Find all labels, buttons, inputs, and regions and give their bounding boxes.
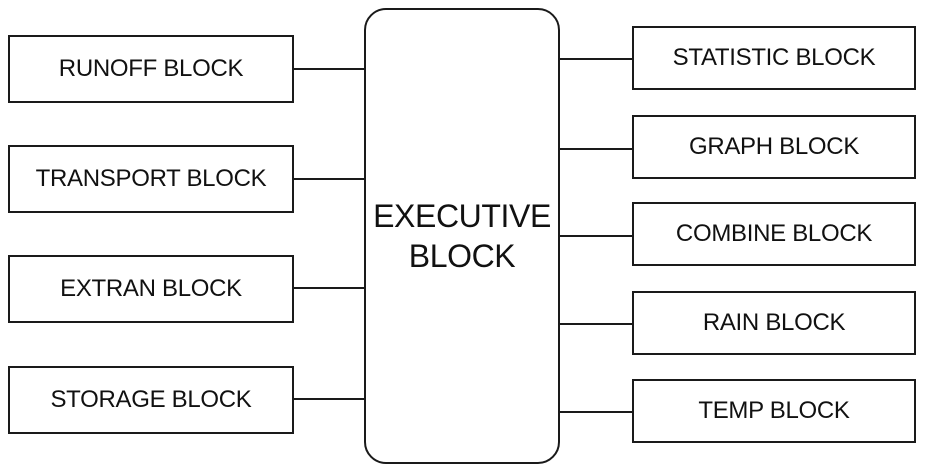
- combine-block-label: COMBINE BLOCK: [675, 220, 873, 247]
- connector-storage: [294, 398, 364, 400]
- runoff-block-label: RUNOFF BLOCK: [58, 55, 244, 82]
- connector-statistic: [560, 58, 632, 60]
- transport-block-label: TRANSPORT BLOCK: [35, 165, 267, 192]
- transport-block: TRANSPORT BLOCK: [8, 145, 294, 213]
- rain-block: RAIN BLOCK: [632, 291, 916, 355]
- graph-block-label: GRAPH BLOCK: [688, 133, 860, 160]
- graph-block: GRAPH BLOCK: [632, 115, 916, 179]
- statistic-block: STATISTIC BLOCK: [632, 26, 916, 90]
- rain-block-label: RAIN BLOCK: [702, 309, 846, 336]
- executive-block: EXECUTIVE BLOCK: [364, 8, 560, 464]
- storage-block-label: STORAGE BLOCK: [50, 386, 252, 413]
- connector-runoff: [294, 68, 364, 70]
- connector-temp: [560, 411, 632, 413]
- connector-transport: [294, 178, 364, 180]
- temp-block: TEMP BLOCK: [632, 379, 916, 443]
- runoff-block: RUNOFF BLOCK: [8, 35, 294, 103]
- statistic-block-label: STATISTIC BLOCK: [672, 44, 876, 71]
- extran-block: EXTRAN BLOCK: [8, 255, 294, 323]
- executive-block-label-line2: BLOCK: [408, 238, 516, 274]
- combine-block: COMBINE BLOCK: [632, 202, 916, 266]
- connector-rain: [560, 323, 632, 325]
- executive-block-label-line1: EXECUTIVE: [373, 198, 551, 234]
- connector-combine: [560, 235, 632, 237]
- extran-block-label: EXTRAN BLOCK: [60, 275, 242, 302]
- temp-block-label: TEMP BLOCK: [698, 397, 850, 424]
- storage-block: STORAGE BLOCK: [8, 366, 294, 434]
- connector-extran: [294, 287, 368, 289]
- connector-graph: [560, 148, 632, 150]
